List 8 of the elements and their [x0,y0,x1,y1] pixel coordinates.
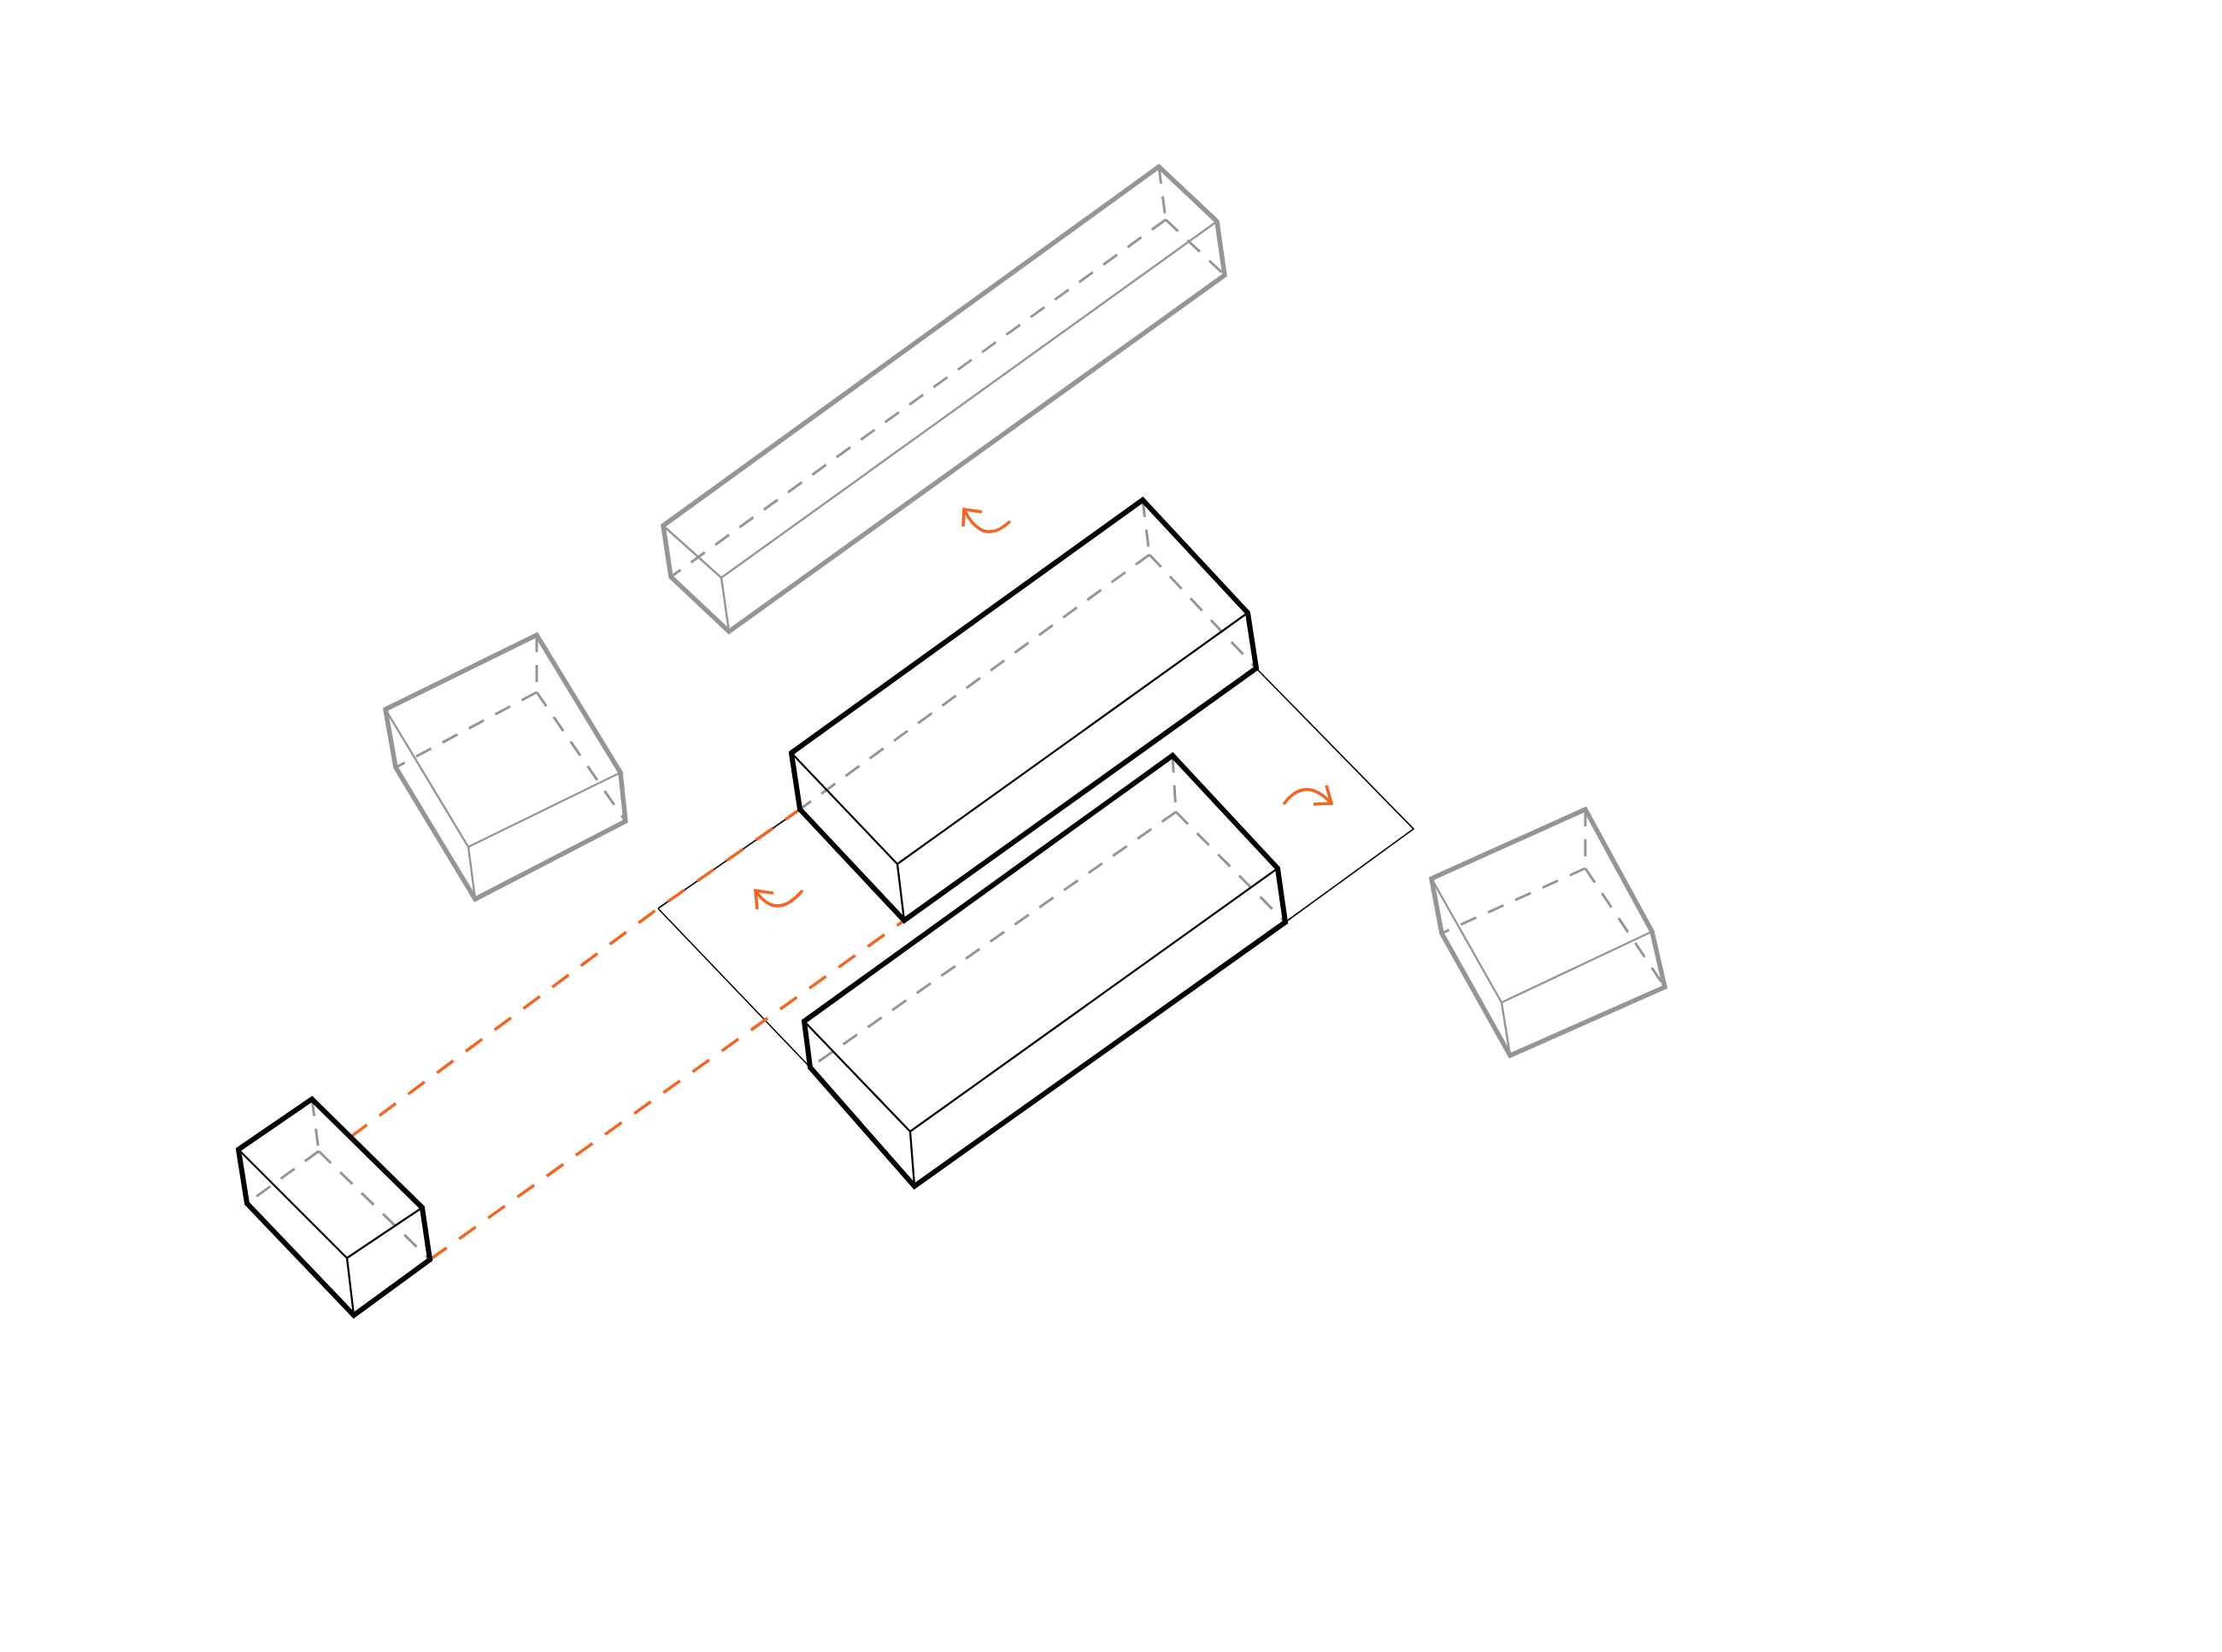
wireframe-block [235,1096,433,1319]
wireframe-block [801,752,1289,1190]
wireframe-block [1428,806,1668,1059]
wireframe-block [382,632,628,902]
wireframe-block [661,163,1227,635]
projection-line [429,919,905,1261]
wireframe-block [788,497,1260,924]
projection-line [350,808,801,1138]
